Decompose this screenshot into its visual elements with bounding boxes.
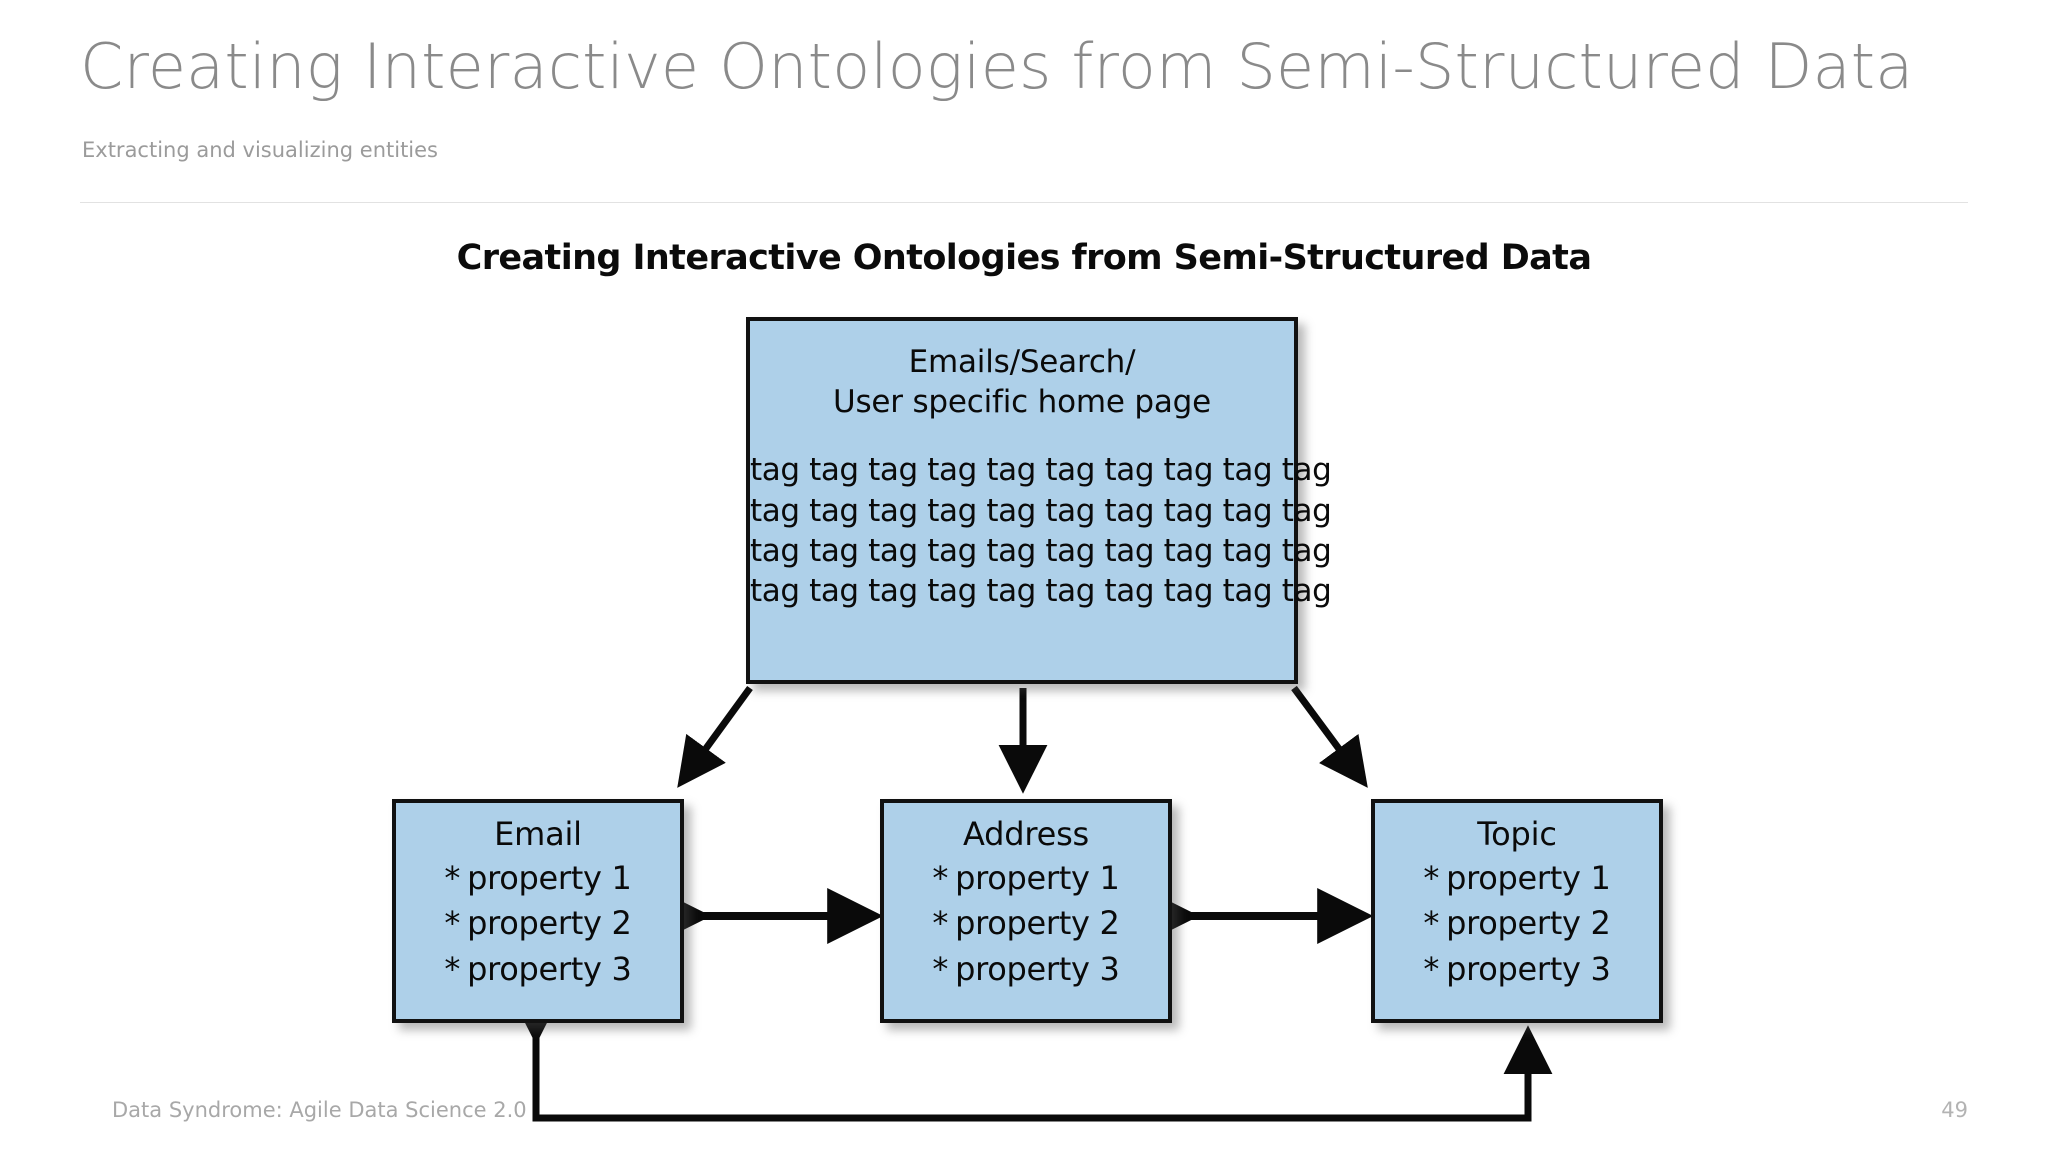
property-item: *property 3 [1423, 947, 1611, 992]
node-email-heading: Email [494, 815, 582, 853]
footer-attribution: Data Syndrome: Agile Data Science 2.0 [112, 1098, 527, 1122]
property-label: property 1 [467, 858, 632, 897]
node-root-heading-line-1: Emails/Search/ [908, 344, 1136, 380]
property-label: property 2 [955, 904, 1120, 943]
node-topic-properties: *property 1 *property 2 *property 3 [1423, 856, 1611, 992]
property-item: *property 1 [444, 856, 632, 901]
property-label: property 1 [955, 858, 1120, 897]
bullet-star-icon: * [932, 904, 949, 943]
bullet-star-icon: * [444, 949, 461, 988]
property-label: property 3 [467, 949, 632, 988]
tag-line: tag tag tag tag tag tag tag tag tag tag [750, 532, 1332, 569]
property-label: property 3 [1446, 949, 1611, 988]
node-topic[interactable]: Topic *property 1 *property 2 *property … [1371, 799, 1663, 1023]
edge-topic-to-email-bus [511, 995, 1553, 1122]
edge-root-to-topic [1291, 685, 1368, 788]
property-item: *property 3 [932, 947, 1120, 992]
property-item: *property 2 [444, 901, 632, 946]
bullet-star-icon: * [932, 949, 949, 988]
property-label: property 2 [1446, 904, 1611, 943]
property-label: property 3 [955, 949, 1120, 988]
node-email-properties: *property 1 *property 2 *property 3 [444, 856, 632, 992]
bullet-star-icon: * [444, 904, 461, 943]
node-root-heading: Emails/Search/ User specific home page [750, 343, 1294, 422]
page-title: Creating Interactive Ontologies from Sem… [80, 30, 1914, 103]
node-root-tag-cloud: tag tag tag tag tag tag tag tag tag tag … [750, 450, 1332, 611]
tag-line: tag tag tag tag tag tag tag tag tag tag [750, 492, 1332, 529]
node-email[interactable]: Email *property 1 *property 2 *property … [392, 799, 684, 1023]
bullet-star-icon: * [1423, 949, 1440, 988]
node-address[interactable]: Address *property 1 *property 2 *propert… [880, 799, 1172, 1023]
node-address-heading: Address [962, 815, 1090, 853]
node-emails-search[interactable]: Emails/Search/ User specific home page t… [746, 317, 1332, 684]
property-item: *property 3 [444, 947, 632, 992]
property-label: property 2 [467, 904, 632, 943]
page-subtitle: Extracting and visualizing entities [82, 138, 438, 162]
footer-page-number: 49 [1941, 1098, 1968, 1122]
tag-line: tag tag tag tag tag tag tag tag tag tag [750, 573, 1332, 610]
bullet-star-icon: * [1423, 904, 1440, 943]
property-item: *property 2 [932, 901, 1120, 946]
property-item: *property 1 [932, 856, 1120, 901]
node-topic-heading: Topic [1477, 815, 1557, 853]
property-item: *property 1 [1423, 856, 1611, 901]
header-divider [80, 202, 1968, 203]
property-item: *property 2 [1423, 901, 1611, 946]
tag-line: tag tag tag tag tag tag tag tag tag tag [750, 452, 1332, 489]
edge-root-to-email [677, 685, 753, 788]
bullet-star-icon: * [444, 858, 461, 897]
property-label: property 1 [1446, 858, 1611, 897]
node-address-properties: *property 1 *property 2 *property 3 [932, 856, 1120, 992]
node-root-heading-line-2: User specific home page [832, 383, 1212, 420]
diagram-title: Creating Interactive Ontologies from Sem… [456, 238, 1592, 278]
bullet-star-icon: * [1423, 858, 1440, 897]
bullet-star-icon: * [932, 858, 949, 897]
